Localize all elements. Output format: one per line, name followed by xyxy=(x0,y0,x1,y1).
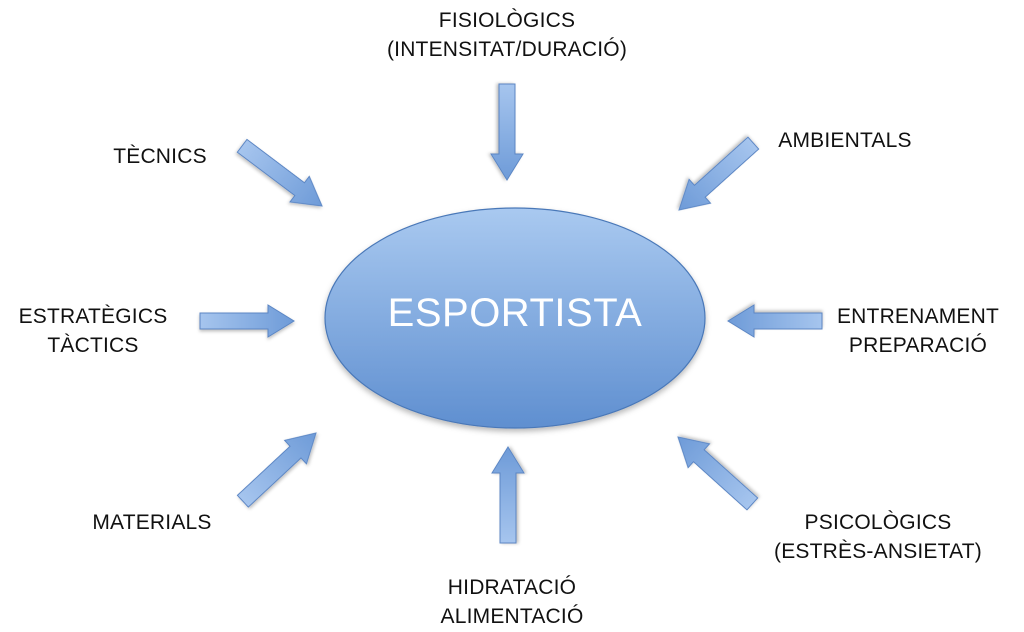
factor-fisiologics-line1: FISIOLÒGICS xyxy=(438,9,576,32)
arrow-materials xyxy=(236,432,317,508)
factor-tecnics: TÈCNICS xyxy=(90,142,230,171)
factor-estrategics: ESTRATÈGICS TÀCTICS xyxy=(8,302,178,360)
arrow-tecnics xyxy=(236,138,323,207)
factor-psicologics: PSICOLÒGICS (ESTRÈS-ANSIETAT) xyxy=(758,508,998,566)
factor-ambientals: AMBIENTALS xyxy=(760,126,930,155)
factor-psicologics-line1: PSICOLÒGICS xyxy=(804,511,952,534)
factor-hidratacio: HIDRATACIÓ ALIMENTACIÓ xyxy=(412,573,612,631)
athlete-label: ESPORTISTA xyxy=(387,291,643,335)
arrow-estrategics xyxy=(199,304,295,338)
arrow-psicologics xyxy=(677,436,759,511)
arrow-fisiologics xyxy=(490,83,524,181)
factor-ambientals-line1: AMBIENTALS xyxy=(778,129,912,152)
factor-materials-line1: MATERIALS xyxy=(92,511,212,534)
factor-fisiologics-line2: (INTENSITAT/DURACIÓ) xyxy=(386,38,628,61)
factor-psicologics-line2: (ESTRÈS-ANSIETAT) xyxy=(774,540,982,563)
arrow-hidratacio xyxy=(491,446,525,544)
athlete-ellipse xyxy=(324,207,706,429)
arrow-entrenament xyxy=(727,304,823,338)
factor-hidratacio-line2: ALIMENTACIÓ xyxy=(440,605,584,628)
factor-hidratacio-line1: HIDRATACIÓ xyxy=(447,576,577,599)
arrow-ambientals xyxy=(678,136,760,211)
factor-estrategics-line1: ESTRATÈGICS xyxy=(18,305,168,328)
factor-estrategics-line2: TÀCTICS xyxy=(47,334,139,357)
factor-materials: MATERIALS xyxy=(70,508,234,537)
factor-entrenament-line1: ENTRENAMENT xyxy=(836,305,1000,328)
factor-entrenament-line2: PREPARACIÓ xyxy=(848,334,988,357)
factor-entrenament: ENTRENAMENT PREPARACIÓ xyxy=(823,302,1013,360)
factor-fisiologics: FISIOLÒGICS (INTENSITAT/DURACIÓ) xyxy=(362,6,652,64)
factor-tecnics-line1: TÈCNICS xyxy=(113,145,207,168)
